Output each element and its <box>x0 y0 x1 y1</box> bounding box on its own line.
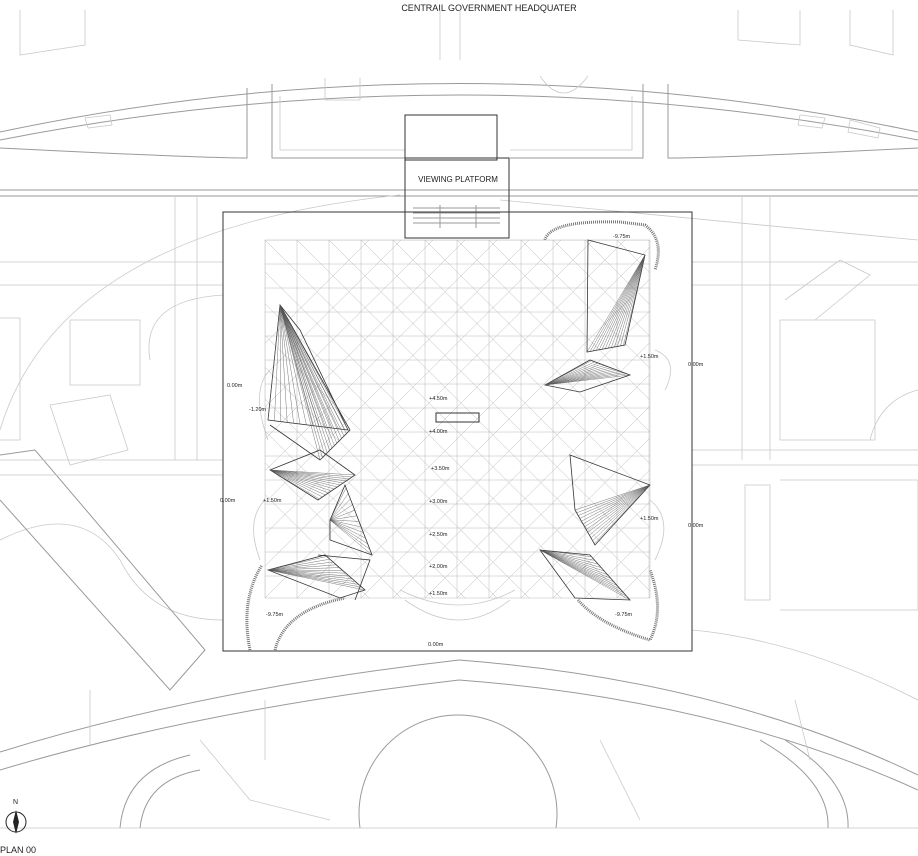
roof-grid <box>264 239 651 599</box>
context-right <box>499 196 918 701</box>
level-label: +1.50m <box>640 354 659 360</box>
contours <box>253 349 672 621</box>
folded-cones <box>266 239 651 601</box>
level-label: 0.00m <box>688 362 704 368</box>
level-label: 0.00m <box>227 383 243 389</box>
level-label: -9.75m <box>613 234 631 240</box>
context-bottom <box>0 659 918 829</box>
north-label: N <box>13 799 18 806</box>
level-label: +1.50m <box>263 498 282 504</box>
level-label: 0.00m <box>428 642 444 648</box>
level-label: 0.00m <box>688 523 704 529</box>
level-label: -9.75m <box>266 612 284 618</box>
viewing-platform: VIEWING PLATFORM <box>404 114 510 239</box>
level-label: +1.50m <box>429 591 448 597</box>
central-plaque <box>435 412 480 423</box>
north-arrow: N <box>5 799 27 834</box>
level-label: +2.50m <box>429 532 448 538</box>
level-labels: +4.50m +4.00m +3.50m +3.00m +2.50m +2.00… <box>220 234 704 648</box>
level-label: +3.00m <box>429 499 448 505</box>
cone-hatching <box>267 254 651 601</box>
level-label: +4.50m <box>429 396 448 402</box>
top-caption: CENTRAIL GOVERNMENT HEADQUATER <box>401 3 577 13</box>
level-label: +3.50m <box>431 466 450 472</box>
context-left <box>0 194 401 691</box>
level-label: 0.00m <box>220 498 236 504</box>
level-label: -1.20m <box>249 407 267 413</box>
street <box>0 189 918 286</box>
level-label: +4.00m <box>429 429 448 435</box>
site-boundary <box>222 211 693 652</box>
ramps <box>245 220 660 651</box>
level-label: +2.00m <box>429 564 448 570</box>
level-label: +1.50m <box>640 516 659 522</box>
platform-label: VIEWING PLATFORM <box>418 175 498 184</box>
level-label: -9.75m <box>615 612 633 618</box>
context-top <box>0 10 918 159</box>
plan-label: PLAN 00 <box>0 845 36 855</box>
